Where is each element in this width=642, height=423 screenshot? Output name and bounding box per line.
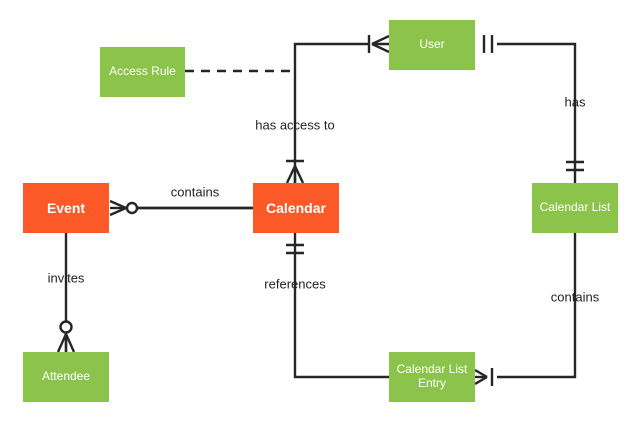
entity-calendar[interactable]: Calendar [253,183,339,233]
edge-label-has-access-to: has access to [255,117,335,133]
edge-label-contains-event-calendar: contains [170,184,220,200]
crowsfoot-event-contains [109,199,127,217]
entity-label: Calendar List [539,200,611,215]
entity-user[interactable]: User [389,20,475,70]
connector-user-calendar-list [497,42,577,183]
cardinality-zero-circle-attendee [59,320,73,334]
entity-event[interactable]: Event [23,183,109,233]
connector-calendar-entry-references [293,233,389,379]
entity-calendar-list[interactable]: Calendar List [532,183,618,233]
edge-label-has: has [564,94,586,110]
connector-calendar-list-entry [497,233,577,379]
cardinality-zero-circle-event [125,201,139,215]
edge-label-contains-calendar-list-entry: contains [550,289,600,305]
entity-label: User [419,37,445,52]
connector-user-calendar [293,42,369,183]
entity-label: Access Rule [109,64,176,79]
entity-label: Calendar [266,199,326,216]
entity-label: Event [46,199,86,216]
edge-label-references: references [264,276,326,292]
crowsfoot-user-has-access-to [371,34,390,54]
crowsfoot-calendar-top [285,165,305,184]
crowsfoot-calendar-list-entry-right [474,368,488,386]
edge-label-invites: invites [47,270,85,286]
entity-label: Attendee [41,369,91,384]
crowsfoot-attendee [56,333,76,353]
entity-access-rule[interactable]: Access Rule [100,47,185,97]
entity-attendee[interactable]: Attendee [23,352,109,402]
